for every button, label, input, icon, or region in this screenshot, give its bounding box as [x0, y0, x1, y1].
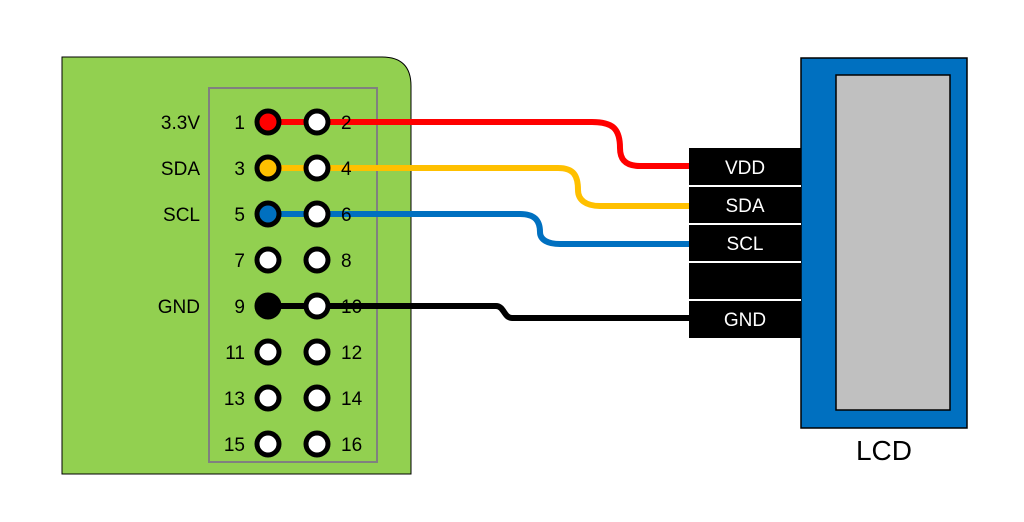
pin-label-3v3: 3.3V: [161, 113, 200, 134]
pin-number-13: 13: [224, 389, 245, 410]
pin-label-gnd: GND: [158, 297, 200, 318]
pin-6-hole: [303, 200, 331, 228]
pin-2-hole: [303, 108, 331, 136]
pin-numbers: 1 2 3 4 5 6 7 8 9 10 11 12 13 14 15 16: [224, 113, 363, 456]
pin-14-hole: [303, 384, 331, 412]
connector-pin-scl: SCL: [727, 234, 764, 255]
connector-pin-gnd: GND: [724, 310, 766, 331]
pin-3-hole: [254, 154, 282, 182]
wire-vdd: [265, 119, 693, 169]
wires: [265, 119, 693, 321]
pin-number-11: 11: [225, 343, 245, 364]
pin-label-sda: SDA: [161, 159, 200, 180]
pin-7-hole: [254, 246, 282, 274]
pin-number-15: 15: [224, 435, 245, 456]
pin-number-4: 4: [341, 159, 352, 180]
pin-13-hole: [254, 384, 282, 412]
wire-sda: [265, 165, 693, 209]
pin-number-2: 2: [341, 113, 352, 134]
connector-body: [689, 148, 801, 338]
header-pins: [254, 108, 331, 458]
pin-number-12: 12: [341, 343, 362, 364]
pin-number-14: 14: [341, 389, 363, 410]
lcd-screen: [835, 74, 951, 411]
pin-number-9: 9: [234, 297, 245, 318]
pin-10-hole: [303, 292, 331, 320]
pin-5-hole: [254, 200, 282, 228]
lcd-label: LCD: [856, 435, 912, 466]
pin-number-3: 3: [234, 159, 245, 180]
pin-number-8: 8: [341, 251, 352, 272]
pin-number-7: 7: [234, 251, 245, 272]
pin-4-hole: [303, 154, 331, 182]
connector-pin-sda: SDA: [725, 196, 764, 217]
pin-15-hole: [254, 430, 282, 458]
pin-number-6: 6: [341, 205, 352, 226]
pin-16-hole: [303, 430, 331, 458]
pin-number-16: 16: [341, 435, 362, 456]
pin-8-hole: [303, 246, 331, 274]
gpio-header: [208, 87, 378, 463]
lcd-connector: VDD SDA SCL GND: [689, 148, 801, 338]
pin-12-hole: [303, 338, 331, 366]
pin-label-scl: SCL: [163, 205, 200, 226]
wire-gnd: [265, 303, 693, 321]
wire-scl: [265, 211, 693, 247]
connector-pin-vdd: VDD: [725, 158, 765, 179]
pin-11-hole: [254, 338, 282, 366]
pin-function-labels: 3.3V SDA SCL GND: [158, 113, 201, 318]
pin-number-10: 10: [341, 297, 362, 318]
pin-number-1: 1: [234, 113, 245, 134]
pin-9-hole: [254, 292, 282, 320]
pin-number-5: 5: [234, 205, 245, 226]
pin-1-hole: [254, 108, 282, 136]
